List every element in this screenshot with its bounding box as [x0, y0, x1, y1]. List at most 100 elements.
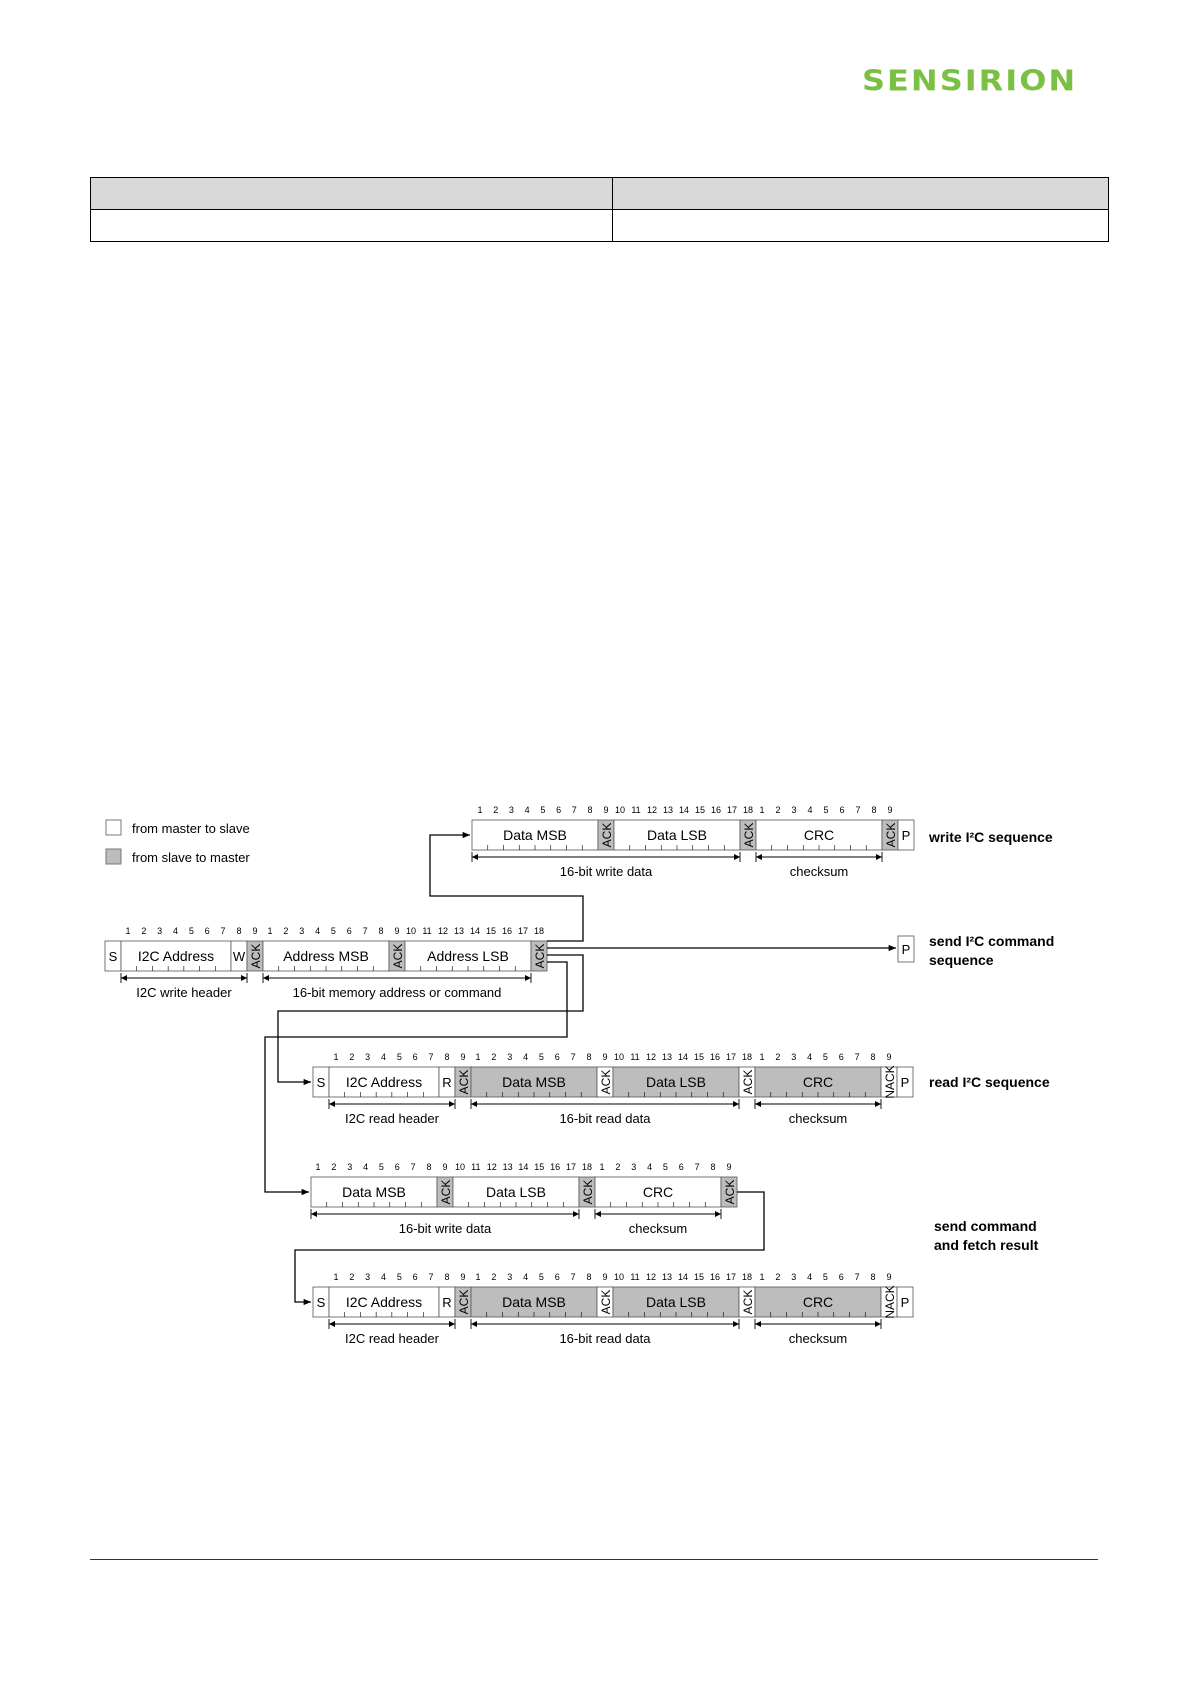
vertical-label: ACK [599, 1290, 613, 1315]
flag-label: S [109, 949, 118, 964]
bit-number: 9 [886, 1272, 891, 1282]
bit-number: 4 [807, 805, 812, 815]
bit-number: 15 [694, 1052, 704, 1062]
bit-number: 6 [839, 805, 844, 815]
bit-number: 9 [442, 1162, 447, 1172]
seq-label-send-fetch: and fetch result [934, 1237, 1039, 1253]
field-label: Data LSB [646, 1074, 706, 1090]
bit-number: 1 [759, 1272, 764, 1282]
bit-number: 2 [775, 805, 780, 815]
read-checksum-bracket-arrow [875, 1101, 881, 1107]
bit-number: 18 [534, 926, 544, 936]
bit-number: 3 [365, 1052, 370, 1062]
bit-number: 2 [331, 1162, 336, 1172]
bit-number: 11 [630, 1052, 639, 1062]
bit-number: 18 [742, 1272, 752, 1282]
fetch-read-header-bracket-label: I2C read header [345, 1331, 440, 1346]
bit-number: 12 [438, 926, 448, 936]
flag-label: S [317, 1075, 326, 1090]
bit-number: 14 [678, 1272, 688, 1282]
bit-number: 11 [471, 1162, 480, 1172]
bit-number: 5 [823, 805, 828, 815]
bit-number: 16 [711, 805, 721, 815]
fetch-read-checksum-bracket-arrow [875, 1321, 881, 1327]
bit-number: 1 [599, 1162, 604, 1172]
field-label: CRC [803, 1074, 833, 1090]
bit-number: 1 [125, 926, 130, 936]
bit-number: 2 [283, 926, 288, 936]
bit-number: 5 [189, 926, 194, 936]
fetch-connector [264, 961, 568, 1193]
legend-master-swatch [105, 819, 122, 836]
send-command-stop-cell [897, 935, 915, 963]
read-data-bracket-arrow [471, 1101, 477, 1107]
bit-number: 9 [460, 1052, 465, 1062]
bit-number: 2 [491, 1052, 496, 1062]
bit-number: 4 [647, 1162, 652, 1172]
bit-number: 5 [397, 1052, 402, 1062]
fetch-read-checksum-bracket-label: checksum [789, 1331, 848, 1346]
bit-number: 6 [679, 1162, 684, 1172]
write-row-cell [897, 819, 915, 851]
vertical-label: ACK [599, 1070, 613, 1095]
bit-number: 7 [855, 1052, 860, 1062]
field-label: CRC [804, 827, 834, 843]
flag-label: P [902, 828, 911, 843]
arrow-head [303, 1078, 311, 1086]
bit-number: 1 [315, 1162, 320, 1172]
bit-number: 6 [413, 1272, 418, 1282]
footer-divider [90, 1559, 1098, 1560]
bit-number: 9 [252, 926, 257, 936]
bit-number: 2 [493, 805, 498, 815]
bit-number: 13 [662, 1272, 672, 1282]
bit-number: 5 [539, 1272, 544, 1282]
bit-number: 14 [470, 926, 480, 936]
table-row [90, 209, 1109, 242]
sensirion-logo: SENSIRION [862, 64, 1078, 98]
bit-number: 12 [647, 805, 657, 815]
bit-number: 6 [347, 926, 352, 936]
bit-number: 2 [775, 1272, 780, 1282]
bit-number: 18 [582, 1162, 592, 1172]
read-row-cell [896, 1066, 914, 1098]
bit-number: 9 [887, 805, 892, 815]
field-label: CRC [803, 1294, 833, 1310]
bit-number: 10 [614, 1052, 624, 1062]
bit-number: 4 [381, 1272, 386, 1282]
bit-number: 6 [413, 1052, 418, 1062]
bit-number: 13 [503, 1162, 513, 1172]
bit-number: 5 [540, 805, 545, 815]
bit-number: 10 [455, 1162, 465, 1172]
bit-number: 10 [615, 805, 625, 815]
bit-number: 7 [695, 1162, 700, 1172]
seq-label-send-command: sequence [929, 952, 994, 968]
bit-number: 14 [678, 1052, 688, 1062]
fetch-read-checksum-bracket-arrow [755, 1321, 761, 1327]
bit-number: 5 [539, 1052, 544, 1062]
bit-number: 3 [631, 1162, 636, 1172]
bit-number: 8 [587, 805, 592, 815]
fetch-write-data-bracket-label: 16-bit write data [399, 1221, 492, 1236]
seq-label-send-fetch: send command [934, 1218, 1037, 1234]
read-data-bracket-arrow [733, 1101, 739, 1107]
bit-number: 8 [710, 1162, 715, 1172]
bit-number: 15 [486, 926, 496, 936]
flag-label: P [901, 1075, 910, 1090]
bit-number: 13 [454, 926, 464, 936]
legend-slave-swatch [105, 848, 122, 865]
bit-number: 9 [602, 1052, 607, 1062]
header-row-cell [120, 940, 232, 972]
bit-number: 9 [394, 926, 399, 936]
bit-number: 7 [571, 1052, 576, 1062]
bit-number: 2 [349, 1052, 354, 1062]
bit-number: 2 [141, 926, 146, 936]
bit-number: 3 [157, 926, 162, 936]
field-label: I2C Address [346, 1074, 422, 1090]
seq-label-read: read I²C sequence [929, 1074, 1050, 1090]
vertical-label: ACK [391, 944, 405, 969]
field-label: Address MSB [283, 948, 369, 964]
fetch-read-data-bracket-label: 16-bit read data [559, 1331, 651, 1346]
bit-number: 4 [363, 1162, 368, 1172]
bit-number: 4 [807, 1272, 812, 1282]
bit-number: 16 [710, 1052, 720, 1062]
